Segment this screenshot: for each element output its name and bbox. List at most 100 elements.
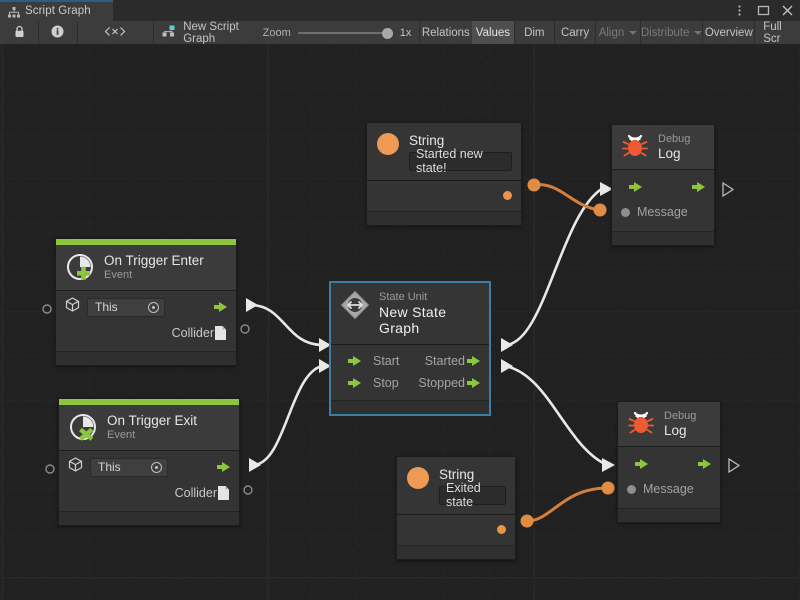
input-port-flow[interactable] [635, 459, 648, 470]
on-trigger-enter-icon [65, 252, 95, 282]
node-string-bottom[interactable]: String Exited state [396, 456, 516, 560]
close-icon[interactable] [781, 4, 794, 17]
node-footer [612, 231, 714, 246]
node-header: String Started new state! [367, 123, 521, 181]
debug-log-top-output-arrow[interactable] [722, 181, 735, 202]
dim-label: Dim [524, 26, 545, 39]
target-picker-icon[interactable] [148, 301, 159, 313]
node-output-row [376, 181, 512, 211]
graph-name-field[interactable]: New Script Graph [154, 20, 254, 45]
carry-button[interactable]: Carry [555, 21, 595, 44]
input-port-message[interactable] [627, 484, 636, 494]
angle-brackets-icon [103, 26, 127, 40]
toolbar-separator [702, 21, 704, 44]
zoom-slider[interactable] [297, 27, 393, 39]
node-header: Debug Log [612, 125, 714, 171]
script-toggle-button[interactable] [77, 21, 153, 44]
node-on-trigger-exit[interactable]: On Trigger Exit Event This [58, 398, 240, 526]
on-trigger-enter-collider-out-port[interactable] [240, 321, 250, 339]
string-value-icon [376, 132, 400, 156]
state-unit-icon [340, 290, 370, 320]
node-footer [59, 511, 239, 525]
more-options-icon[interactable] [733, 4, 746, 17]
input-port-start[interactable] [348, 355, 361, 366]
node-header: On Trigger Exit Event [59, 405, 239, 451]
input-port-flow[interactable] [629, 182, 642, 193]
values-button[interactable]: Values [472, 21, 514, 44]
node-state-unit[interactable]: State Unit New State Graph Start Started [330, 282, 490, 415]
string-value-input[interactable]: Started new state! [409, 147, 512, 175]
lock-button[interactable] [0, 21, 38, 44]
node-title: On Trigger Enter [104, 253, 204, 268]
message-port-group: Message [621, 205, 688, 219]
values-label: Values [475, 26, 511, 39]
overview-button[interactable]: Overview [703, 21, 754, 44]
node-title-block: On Trigger Exit Event [107, 412, 197, 441]
node-footer [331, 399, 489, 414]
node-input-message-row: Message [621, 202, 705, 222]
on-trigger-enter-left-port[interactable] [42, 301, 52, 319]
tab-script-graph[interactable]: Script Graph [0, 0, 113, 21]
node-footer [56, 351, 236, 365]
graph-name-label: New Script Graph [183, 20, 239, 45]
node-on-trigger-enter[interactable]: On Trigger Enter Event This [55, 238, 237, 366]
collider-port-icon[interactable] [217, 485, 230, 501]
node-debug-log-bottom[interactable]: Debug Log Message [617, 401, 721, 524]
output-port-stopped[interactable] [467, 377, 480, 388]
output-port-started[interactable] [467, 355, 480, 366]
input-port-message[interactable] [621, 207, 630, 217]
stop-label: Stop [373, 375, 399, 390]
window-controls [733, 0, 794, 21]
output-port-flow[interactable] [214, 302, 227, 312]
node-title-block: Debug Log [664, 409, 696, 438]
node-header: Debug Log [618, 402, 720, 448]
on-trigger-exit-left-port[interactable] [45, 461, 55, 479]
node-title-block: String Exited state [439, 466, 506, 509]
output-port-flow[interactable] [698, 459, 711, 470]
toolbar-separator [640, 21, 641, 44]
output-port-value[interactable] [497, 525, 506, 535]
target-dropdown[interactable]: This [90, 457, 168, 477]
output-port-flow[interactable] [692, 182, 705, 193]
stop-input-group: Stop [340, 376, 399, 390]
dim-button[interactable]: Dim [514, 21, 554, 44]
node-body: This Collider [59, 451, 239, 511]
node-title-block: String Started new state! [409, 132, 512, 175]
node-title-block: State Unit New State Graph [379, 290, 480, 336]
info-button[interactable] [39, 21, 77, 44]
maximize-icon[interactable] [757, 4, 770, 17]
target-value: This [98, 460, 121, 474]
on-trigger-exit-collider-out-port[interactable] [243, 482, 253, 500]
graph-canvas[interactable]: String Started new state! [0, 44, 800, 600]
event-accent-bar [56, 239, 236, 245]
message-port-group: Message [627, 482, 694, 496]
string-value-icon [406, 466, 430, 490]
input-port-stop[interactable] [348, 377, 361, 388]
debug-log-bottom-output-arrow[interactable] [728, 457, 741, 478]
started-output-group: Started [425, 354, 480, 368]
collider-port-icon[interactable] [214, 325, 227, 341]
node-subtitle: Event [107, 428, 136, 441]
target-dropdown[interactable]: This [87, 297, 165, 317]
node-body: Start Started Stop Stopped [331, 344, 489, 400]
node-debug-log-top[interactable]: Debug Log Message [611, 124, 715, 247]
node-string-top[interactable]: String Started new state! [366, 122, 522, 226]
toolbar-separator [153, 21, 155, 44]
relations-button[interactable]: Relations [420, 21, 471, 44]
node-subtitle: Debug [658, 133, 691, 145]
distribute-label: Distribute [640, 26, 690, 39]
chevron-down-icon [629, 30, 638, 35]
output-port-flow[interactable] [217, 462, 230, 472]
target-picker-icon[interactable] [151, 461, 162, 473]
distribute-button[interactable]: Distribute [640, 21, 703, 44]
fullscreen-button[interactable]: Full Scr [755, 21, 800, 45]
align-button[interactable]: Align [596, 21, 640, 44]
output-port-value[interactable] [503, 191, 512, 201]
node-flow-row [621, 177, 705, 197]
node-output-row [406, 515, 506, 545]
node-title-block: Debug Log [658, 132, 690, 161]
zoom-slider-knob[interactable] [381, 27, 393, 39]
string-value-input[interactable]: Exited state [439, 481, 506, 509]
message-label: Message [643, 482, 694, 497]
graph-icon [8, 5, 20, 18]
